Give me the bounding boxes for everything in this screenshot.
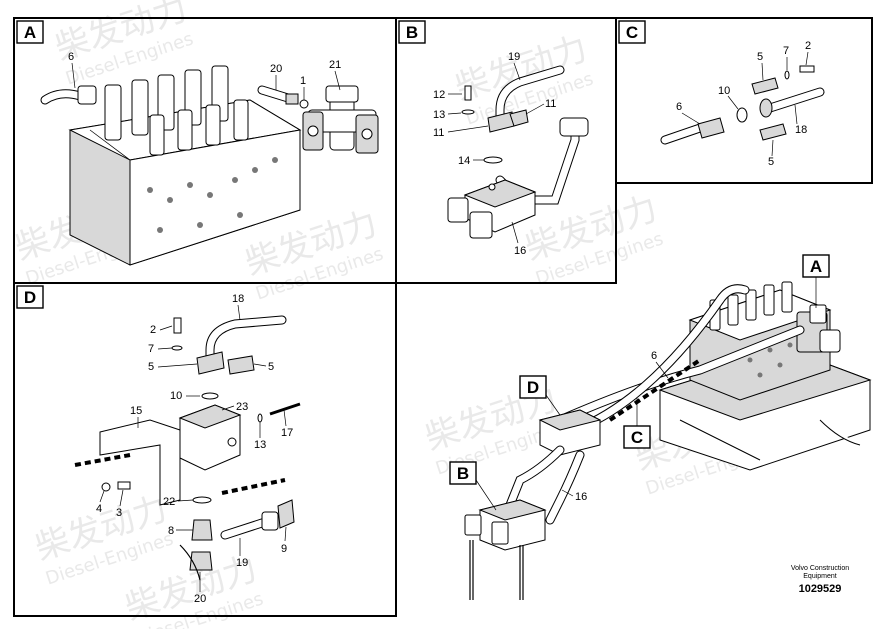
callout-22: 22 [163, 496, 175, 508]
callout-21: 21 [329, 59, 341, 71]
callout-7: 7 [783, 45, 789, 57]
callout-18: 18 [232, 293, 244, 305]
o-ring-10 [201, 392, 219, 400]
callout-16: 16 [575, 491, 587, 503]
cross-fitting-21 [302, 85, 379, 154]
callout-5: 5 [757, 51, 763, 63]
panel-c-frame [615, 17, 873, 184]
panel-c: C 5 7 2 10 6 18 5 [615, 17, 873, 184]
callout-6: 6 [676, 101, 682, 113]
svg-text:D: D [527, 378, 539, 397]
callout-20: 20 [270, 63, 282, 75]
footer: Volvo Construction Equipment 1029529 [791, 565, 849, 595]
flange-6 [77, 85, 97, 105]
callout-9: 9 [281, 543, 287, 555]
washer-13 [461, 109, 475, 115]
callout-11: 11 [545, 98, 556, 110]
callout-13: 13 [254, 439, 266, 451]
callout-23: 23 [236, 401, 248, 413]
o-ring-10 [736, 107, 748, 123]
panel-b-label-box [398, 20, 426, 44]
panel-a-label-box [16, 20, 44, 44]
callout-15: 15 [130, 405, 142, 417]
callout-8: 8 [168, 525, 174, 537]
callout-1: 1 [300, 75, 306, 87]
control-valve-illustration [68, 65, 302, 266]
o-ring-22 [192, 496, 212, 504]
clamp-6 [697, 117, 725, 139]
panel-b-label: B [406, 23, 418, 42]
svg-text:A: A [810, 257, 822, 276]
o-ring-14 [483, 156, 503, 164]
clamp-half-5-top [751, 77, 779, 95]
bolt-2 [173, 317, 182, 334]
adapter-8 [191, 519, 213, 541]
svg-text:C: C [631, 428, 643, 447]
block-23 [178, 404, 242, 471]
panel-c-label-box [618, 20, 646, 44]
callout-17: 17 [281, 427, 293, 439]
clamp-5 [196, 351, 225, 375]
overview-assembly: A B C D 6 16 [449, 254, 872, 600]
callout-3: 3 [116, 507, 122, 519]
o-ring-1 [299, 99, 309, 109]
callout-20: 20 [194, 593, 206, 605]
panel-b: B 19 12 13 11 11 14 [395, 17, 617, 284]
part-number: 1029529 [799, 583, 842, 595]
panel-c-label: C [626, 23, 638, 42]
callout-16: 16 [514, 245, 526, 257]
panel-d-label-box [16, 285, 44, 309]
panel-a-label: A [24, 23, 36, 42]
overview-label-b: B [449, 461, 497, 511]
callout-19: 19 [236, 557, 248, 569]
callout-19: 19 [508, 51, 520, 63]
callout-6: 6 [651, 350, 657, 362]
washer-4 [101, 482, 111, 492]
credit-line-1: Volvo Construction [791, 565, 849, 572]
svg-text:B: B [457, 464, 469, 483]
callout-10: 10 [718, 85, 730, 97]
panel-d-label: D [24, 288, 36, 307]
overview-label-c: C [623, 398, 651, 449]
callout-5: 5 [148, 361, 154, 373]
tee-block-16 [447, 179, 537, 239]
callout-7: 7 [148, 343, 154, 355]
overview-label-d: D [519, 375, 561, 416]
callout-5: 5 [268, 361, 274, 373]
panel-a: A [13, 17, 397, 284]
credit-line-2: Equipment [803, 573, 837, 580]
bracket-15 [99, 419, 181, 506]
bolt-2 [799, 65, 815, 73]
callout-2: 2 [150, 324, 156, 336]
callout-2: 2 [805, 40, 811, 52]
elbow-9 [277, 499, 295, 529]
callout-6: 6 [68, 51, 74, 63]
callout-18: 18 [795, 124, 807, 136]
callout-13: 13 [433, 109, 445, 121]
washer-13 [257, 413, 263, 423]
washer-7 [784, 70, 790, 80]
callout-4: 4 [96, 503, 102, 515]
callout-14: 14 [458, 155, 470, 167]
panel-d: D 18 [13, 282, 397, 617]
callout-11: 11 [433, 127, 444, 139]
washer-7 [171, 345, 183, 351]
bolt-12 [464, 85, 472, 101]
overview-label-a: A [802, 254, 830, 308]
watermark-layer: 柴发动力 Diesel-Engines 柴发动力 Diesel-Engines … [10, 0, 776, 629]
panel-d-frame [13, 282, 397, 617]
callout-10: 10 [170, 390, 182, 402]
callout-12: 12 [433, 89, 445, 101]
bolt-3 [117, 481, 131, 490]
callout-5: 5 [768, 156, 774, 168]
clamp-half-5-bottom [759, 123, 787, 141]
clamp-5 [227, 355, 255, 375]
